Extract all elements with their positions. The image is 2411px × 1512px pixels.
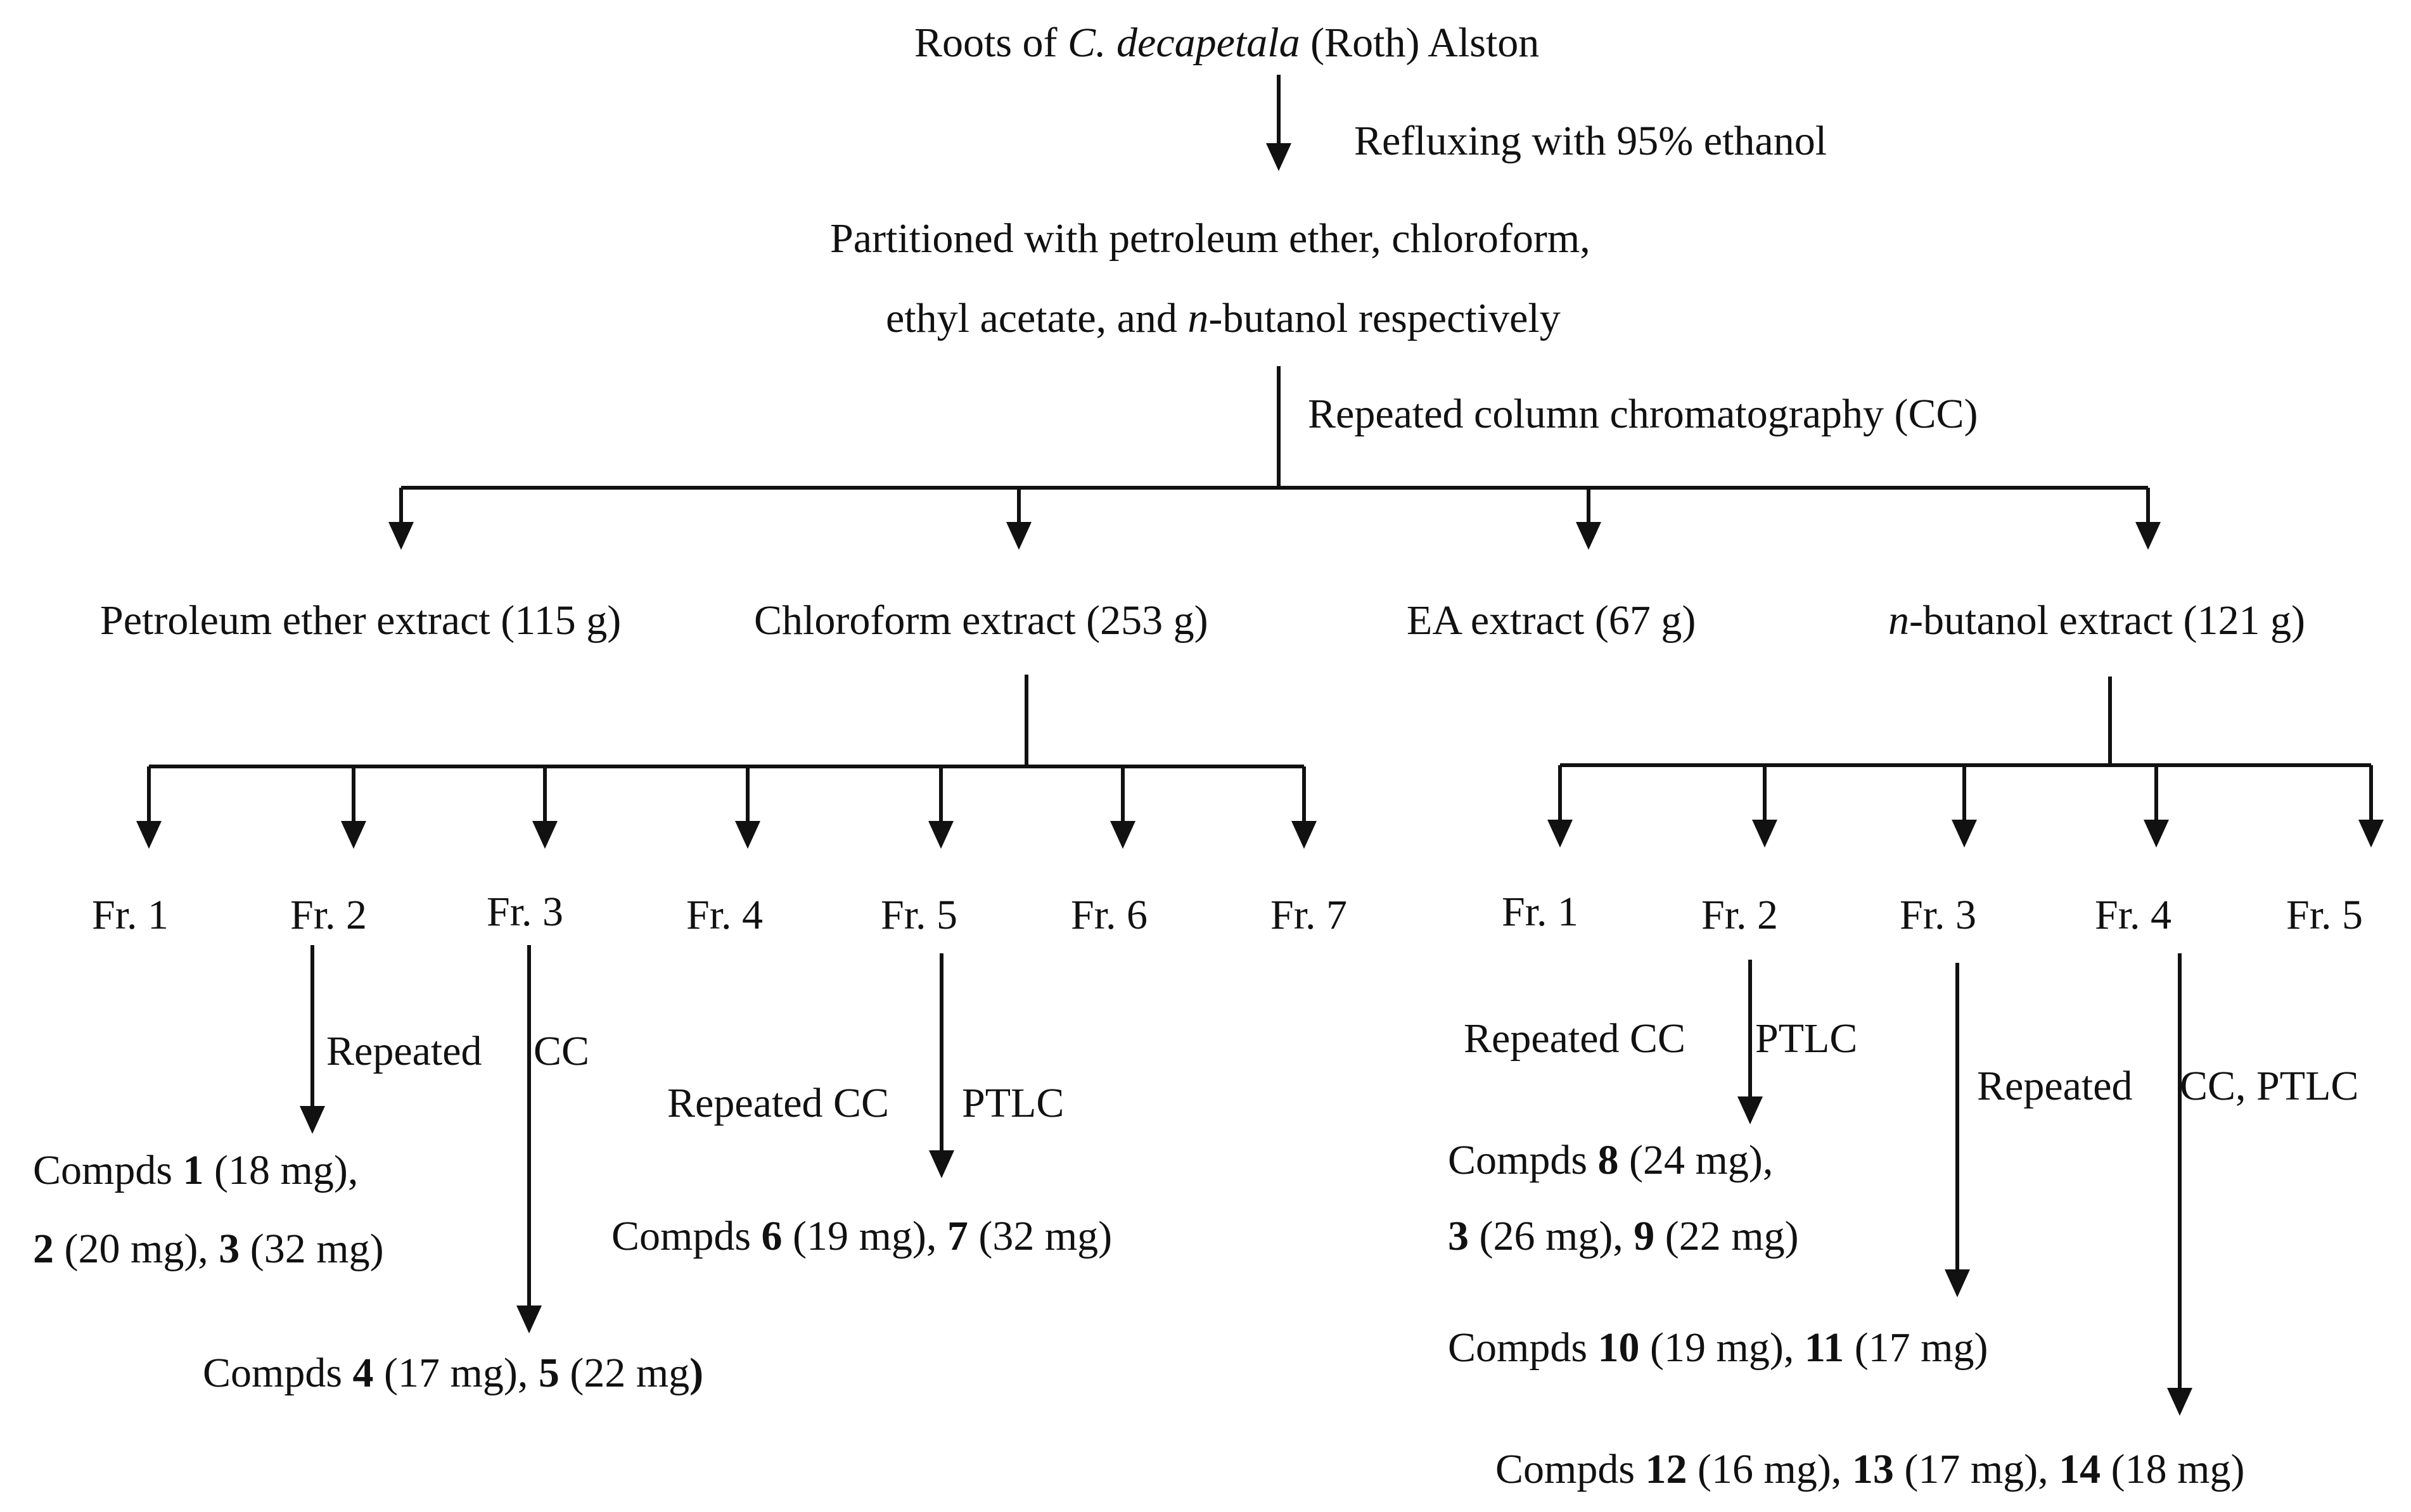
partition-step-line1: Partitioned with petroleum ether, chloro… — [830, 215, 1590, 262]
ea-extract: EA extract (67 g) — [1407, 597, 1696, 644]
bu-fr4-repeated-label: Repeated — [1977, 1063, 2133, 1109]
arrow-bu-fr4-compounds-head — [2167, 1388, 2192, 1416]
arrow-bu-fr2-compounds-head — [1737, 1096, 1763, 1124]
compounds-1-2-3-line2: 2 (20 mg), 3 (32 mg) — [33, 1226, 384, 1272]
cf-fr5-repeated-cc-label: Repeated CC — [667, 1080, 890, 1126]
arrow-cf-fraction-7-head — [1291, 821, 1317, 849]
cf-fr3-cc-label: CC — [534, 1028, 590, 1074]
arrow-bu-fraction-3-head — [1952, 820, 1977, 848]
bu-fr2-ptlc-label: PTLC — [1755, 1015, 1858, 1062]
compounds-12-13-14: Compds 12 (16 mg), 13 (17 mg), 14 (18 mg… — [1495, 1446, 2245, 1492]
chloroform-fraction-1: Fr. 1 — [92, 892, 169, 938]
reflux-step-label: Refluxing with 95% ethanol — [1354, 118, 1827, 164]
partition-step-line2: ethyl acetate, and n-butanol respectivel… — [886, 295, 1561, 341]
butanol-fraction-4: Fr. 4 — [2095, 892, 2172, 938]
arrow-extract-3-head — [1576, 522, 1601, 550]
compounds-8-3-9-line1: Compds 8 (24 mg), — [1448, 1137, 1774, 1183]
bu-fr2-repeated-cc-label: Repeated CC — [1464, 1015, 1686, 1062]
arrow-cf-fr2-compounds-head — [300, 1106, 325, 1134]
arrow-bu-fraction-4-head — [2144, 820, 2169, 848]
arrow-cf-fraction-6-head — [1110, 821, 1135, 849]
butanol-fraction-3: Fr. 3 — [1900, 892, 1977, 938]
compounds-6-7: Compds 6 (19 mg), 7 (32 mg) — [611, 1213, 1113, 1259]
arrow-bu-fr3-compounds-head — [1945, 1269, 1970, 1297]
chloroform-fraction-4: Fr. 4 — [686, 892, 764, 938]
arrow-cf-fr5-compounds-head — [929, 1150, 954, 1178]
cf-fr2-repeated-label: Repeated — [326, 1028, 482, 1074]
chloroform-extract: Chloroform extract (253 g) — [754, 597, 1208, 644]
chloroform-fraction-2: Fr. 2 — [290, 892, 368, 938]
butanol-fraction-2: Fr. 2 — [1701, 892, 1779, 938]
compounds-8-3-9-line2: 3 (26 mg), 9 (22 mg) — [1448, 1213, 1799, 1259]
butanol-fraction-1: Fr. 1 — [1502, 889, 1579, 935]
chloroform-fraction-7: Fr. 7 — [1270, 892, 1348, 938]
root-sample-label: Roots of C. decapetala (Roth) Alston — [914, 20, 1540, 66]
compounds-4-5: Compds 4 (17 mg), 5 (22 mg) — [203, 1350, 704, 1396]
repeated-cc-step-label: Repeated column chromatography (CC) — [1308, 391, 1978, 437]
arrow-cf-fraction-4-head — [735, 821, 760, 849]
chloroform-fraction-3: Fr. 3 — [487, 889, 564, 935]
arrow-extract-4-head — [2135, 522, 2161, 550]
arrow-cf-fr3-compounds-head — [516, 1306, 542, 1333]
arrow-bu-fraction-1-head — [1547, 820, 1573, 848]
arrow-cf-fraction-3-head — [532, 821, 558, 849]
compounds-1-2-3-line1: Compds 1 (18 mg), — [33, 1147, 359, 1193]
arrow-extract-1-head — [388, 522, 414, 550]
bu-fr4-cc-ptlc-label: CC, PTLC — [2180, 1063, 2359, 1109]
n-butanol-extract: n-butanol extract (121 g) — [1888, 597, 2305, 644]
arrow-cf-fraction-1-head — [136, 821, 162, 849]
butanol-fraction-5: Fr. 5 — [2286, 892, 2363, 938]
arrow-cf-fraction-2-head — [341, 821, 366, 849]
compounds-10-11: Compds 10 (19 mg), 11 (17 mg) — [1448, 1325, 1988, 1371]
cf-fr5-ptlc-label: PTLC — [962, 1080, 1065, 1126]
petroleum-ether-extract: Petroleum ether extract (115 g) — [100, 597, 622, 644]
arrow-bu-fraction-2-head — [1752, 820, 1777, 848]
arrow-extract-2-head — [1006, 522, 1032, 550]
arrow-bu-fraction-5-head — [2358, 820, 2384, 848]
chloroform-fraction-5: Fr. 5 — [881, 892, 958, 938]
chloroform-fraction-6: Fr. 6 — [1071, 892, 1148, 938]
arrow-reflux-head — [1266, 143, 1291, 171]
arrow-cf-fraction-5-head — [928, 821, 954, 849]
